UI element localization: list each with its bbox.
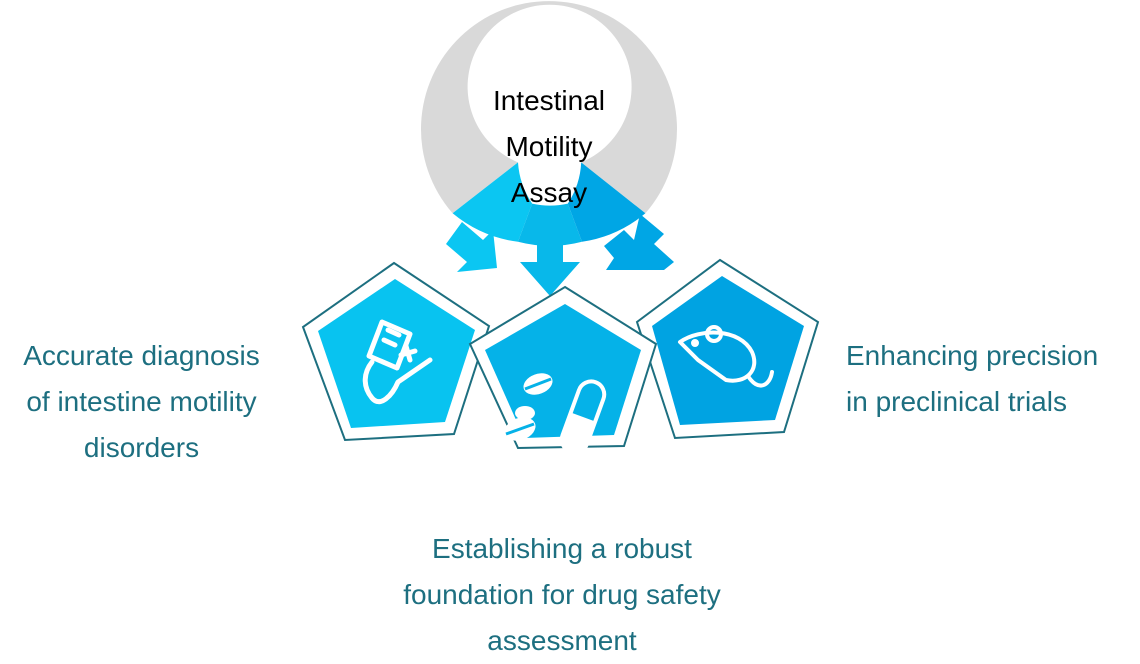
ring-segment-left (452, 162, 533, 242)
center-title-line-1: Intestinal (492, 85, 606, 116)
ring-segment-middle (518, 203, 582, 246)
pentagon-drug-safety (468, 285, 658, 455)
arrow-right (604, 214, 674, 270)
ring-segment-right (567, 162, 646, 242)
pentagon-preclinical (635, 258, 820, 440)
caption-line: Establishing a robust (432, 533, 692, 564)
center-title-line-2: Motility (505, 131, 593, 162)
caption-line: in preclinical trials (846, 386, 1067, 417)
ring-gray-arc (421, 1, 677, 214)
arrow-left (446, 222, 497, 272)
center-title-line-3: Assay (510, 177, 588, 208)
caption-preclinical: Enhancing precision in preclinical trial… (846, 333, 1136, 425)
caption-line: of intestine motility (26, 386, 257, 417)
center-title: Intestinal Motility Assay (468, 78, 630, 216)
iv-bag-icon (362, 319, 433, 405)
arrow-middle (520, 244, 580, 296)
caption-line: foundation for drug safety (403, 579, 721, 610)
caption-line: Enhancing precision (846, 340, 1099, 371)
caption-line: disorders (83, 432, 200, 463)
caption-drug-safety: Establishing a robust foundation for dru… (362, 526, 762, 664)
pills-icon (504, 373, 607, 455)
caption-line: assessment (487, 625, 637, 656)
pentagon-diagnosis (301, 261, 491, 442)
caption-diagnosis: Accurate diagnosis of intestine motility… (0, 333, 283, 471)
caption-line: Accurate diagnosis (23, 340, 260, 371)
mouse-icon (678, 325, 774, 388)
